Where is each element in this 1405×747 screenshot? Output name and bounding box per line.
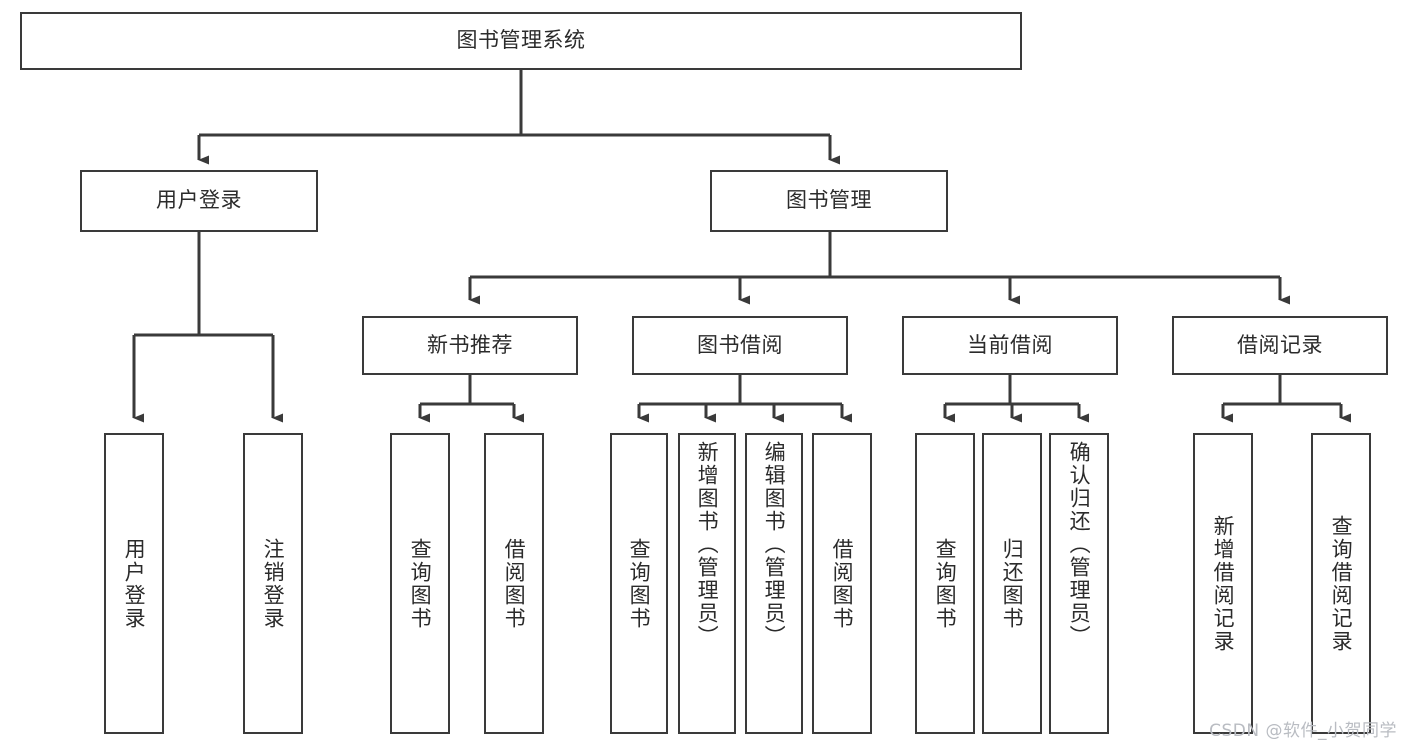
node-leaf-borrow-book-1[interactable]: 借阅图书 bbox=[484, 433, 544, 734]
node-leaf-borrow-book-1-label: 借阅图书 bbox=[502, 537, 527, 630]
node-leaf-add-book[interactable]: 新增图书（管理员） bbox=[678, 433, 736, 734]
node-leaf-return-book-label: 归还图书 bbox=[1000, 537, 1025, 630]
node-root[interactable]: 图书管理系统 bbox=[20, 12, 1022, 70]
node-leaf-edit-book[interactable]: 编辑图书（管理员） bbox=[745, 433, 803, 734]
edge-group-root bbox=[197, 70, 840, 165]
node-book-management[interactable]: 图书管理 bbox=[710, 170, 948, 232]
edge-group-user-login bbox=[132, 232, 283, 423]
node-user-login-label: 用户登录 bbox=[156, 188, 242, 213]
node-leaf-query-book-2-label: 查询图书 bbox=[627, 537, 652, 630]
node-leaf-query-record[interactable]: 查询借阅记录 bbox=[1311, 433, 1371, 734]
edge-group-book-management bbox=[468, 232, 1290, 305]
node-book-borrow-label: 图书借阅 bbox=[697, 332, 783, 357]
node-new-book-recommend-label: 新书推荐 bbox=[427, 332, 513, 357]
node-leaf-user-login-label: 用户登录 bbox=[122, 537, 147, 630]
node-leaf-confirm-return[interactable]: 确认归还（管理员） bbox=[1049, 433, 1109, 734]
edge-group-book-borrow bbox=[637, 375, 852, 423]
node-current-borrow[interactable]: 当前借阅 bbox=[902, 316, 1118, 375]
edge-group-borrow-record bbox=[1221, 375, 1351, 423]
node-leaf-user-login[interactable]: 用户登录 bbox=[104, 433, 164, 734]
node-leaf-query-record-label: 查询借阅记录 bbox=[1329, 514, 1354, 653]
csdn-watermark: CSDN @软件_小贺同学 bbox=[1209, 721, 1397, 741]
edge-group-current-borrow bbox=[943, 375, 1089, 423]
node-borrow-record-label: 借阅记录 bbox=[1237, 332, 1323, 357]
node-leaf-confirm-return-label: 确认归还（管理员） bbox=[1067, 441, 1092, 648]
node-leaf-query-book-1[interactable]: 查询图书 bbox=[390, 433, 450, 734]
node-leaf-query-book-3-label: 查询图书 bbox=[933, 537, 958, 630]
edge-group-new-book-recommend bbox=[418, 375, 524, 423]
node-leaf-logout-login-label: 注销登录 bbox=[261, 537, 286, 630]
node-book-management-label: 图书管理 bbox=[786, 188, 872, 213]
node-user-login[interactable]: 用户登录 bbox=[80, 170, 318, 232]
node-leaf-query-book-2[interactable]: 查询图书 bbox=[610, 433, 668, 734]
node-leaf-query-book-1-label: 查询图书 bbox=[408, 537, 433, 630]
node-leaf-logout-login[interactable]: 注销登录 bbox=[243, 433, 303, 734]
node-book-borrow[interactable]: 图书借阅 bbox=[632, 316, 848, 375]
node-leaf-add-record-label: 新增借阅记录 bbox=[1211, 514, 1236, 653]
node-root-label: 图书管理系统 bbox=[456, 28, 586, 53]
node-borrow-record[interactable]: 借阅记录 bbox=[1172, 316, 1388, 375]
node-current-borrow-label: 当前借阅 bbox=[967, 332, 1053, 357]
node-leaf-borrow-book-2-label: 借阅图书 bbox=[830, 537, 855, 630]
node-leaf-query-book-3[interactable]: 查询图书 bbox=[915, 433, 975, 734]
node-leaf-return-book[interactable]: 归还图书 bbox=[982, 433, 1042, 734]
node-leaf-add-record[interactable]: 新增借阅记录 bbox=[1193, 433, 1253, 734]
node-leaf-borrow-book-2[interactable]: 借阅图书 bbox=[812, 433, 872, 734]
node-leaf-add-book-label: 新增图书（管理员） bbox=[695, 441, 720, 648]
node-new-book-recommend[interactable]: 新书推荐 bbox=[362, 316, 578, 375]
node-leaf-edit-book-label: 编辑图书（管理员） bbox=[762, 441, 787, 648]
